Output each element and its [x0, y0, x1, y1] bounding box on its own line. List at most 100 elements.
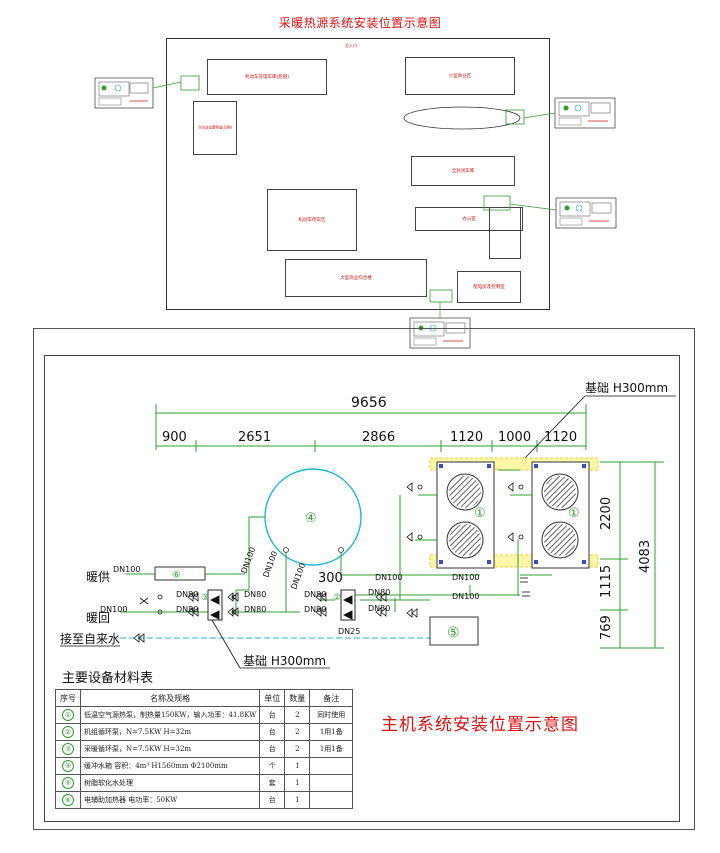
pipe-label-dn80-3: DN80 — [244, 590, 266, 599]
table-row: ⑥ 电辅助加热器 电功率：50KW 台 1 — [55, 791, 354, 809]
marker-3: ③ — [201, 593, 209, 603]
row-qty: 2 — [284, 723, 311, 741]
marker-1a: ① — [474, 506, 486, 521]
pipe-label-dn25: DN25 — [338, 627, 360, 636]
row-marker: ③ — [62, 743, 74, 755]
row-name: 低温空气源热泵，制热量150KW，输入功率：41.8KW — [79, 706, 261, 724]
row-note: 同时使用 — [309, 706, 354, 724]
col-no: 序号 — [55, 689, 81, 707]
row-marker: ⑥ — [62, 794, 74, 806]
room-office: 办公室 — [415, 207, 523, 231]
main-system-title: 主机系统安装位置示意图 — [381, 715, 579, 735]
table-row: ⑤ 树脂软化水处理 套 1 — [55, 774, 354, 792]
col-unit: 单位 — [259, 689, 286, 707]
pipe-label-dn80-4: DN80 — [244, 605, 266, 614]
row-name: 采暖循环泵，N=7.5KW H=32m — [79, 740, 261, 758]
mini-drawing-right-2 — [555, 197, 617, 229]
supply-label: 暖供 — [86, 570, 110, 584]
row-unit: 台 — [259, 740, 286, 758]
mini-drawing-bottom-wrap — [409, 317, 471, 349]
room-ev-garage: 机动车充电车库(后期) — [207, 59, 327, 95]
dim-right-1: 2200 — [599, 497, 614, 530]
pipe-label-dn100-unit: DN100 — [452, 573, 479, 582]
pipe-label-dn80-2: DN80 — [176, 605, 198, 614]
electric-heater — [154, 566, 206, 581]
site-plan-frame: 总入口 机动车充电车库(后期) 小型商业区 冷冻站位置预留(后期) 全封闭车库 … — [166, 38, 550, 310]
row-name: 缓冲水箱 容积：4m³ H1560mm Φ2100mm — [79, 757, 261, 775]
pipe-label-dn100-supply: DN100 — [113, 565, 140, 574]
table-row: ③ 采暖循环泵，N=7.5KW H=32m 台 2 1用1备 — [55, 740, 354, 758]
col-name: 名称及规格 — [79, 689, 261, 707]
room-vehicle-parking: 机动车停车区 — [267, 189, 357, 251]
dim-seg-6: 1120 — [544, 430, 577, 445]
room-enclosed-garage: 全封闭车库 — [411, 156, 515, 186]
equipment-block — [489, 207, 521, 259]
room-small-commercial: 小型商业区 — [405, 57, 515, 95]
table-row: ② 机组循环泵，N=7.5KW H=32m 台 2 1用1备 — [55, 723, 354, 741]
pipe-label-dn100-tank: DN100 — [239, 546, 257, 575]
foundation-label-top: 基础 H300mm — [585, 381, 668, 395]
row-note: 1用1备 — [309, 740, 354, 758]
pipe-label-dn100-tank-2: DN100 — [261, 550, 279, 579]
drawing-inner-frame — [44, 355, 680, 822]
water-inlet-label: 接至自来水 — [60, 631, 120, 646]
row-unit: 台 — [259, 723, 286, 741]
pipe-label-dn80-1: DN80 — [176, 590, 198, 599]
dim-seg-2: 2651 — [238, 430, 271, 445]
pump-group-left — [207, 589, 223, 621]
row-unit: 台 — [259, 706, 286, 724]
row-qty: 2 — [284, 706, 311, 724]
pipe-label-dn80-8: DN80 — [368, 604, 390, 613]
pipe-label-dn80-6: DN80 — [304, 605, 326, 614]
row-note — [309, 774, 354, 792]
row-unit: 个 — [259, 757, 286, 775]
marker-6: ⑥ — [172, 570, 181, 581]
pipe-label-dn80-7: DN80 — [368, 588, 390, 597]
row-qty: 1 — [284, 791, 311, 809]
room-power-room: 配电房及控制室 — [457, 271, 521, 303]
site-entrance-label: 总入口 — [345, 43, 357, 48]
equipment-table: 序号 名称及规格 单位 数量 备注 ① 低温空气源热泵，制热量150KW，输入功… — [55, 689, 354, 809]
row-note — [309, 757, 354, 775]
pipe-label-dn80-5: DN80 — [304, 590, 326, 599]
dim-seg-3: 2866 — [362, 430, 395, 445]
row-qty: 1 — [284, 757, 311, 775]
location-marker-2 — [505, 109, 525, 125]
dim-right-2: 1115 — [599, 565, 614, 598]
marker-2: ② — [333, 593, 341, 603]
location-marker-3 — [483, 195, 511, 211]
site-plan-title: 采暖热源系统安装位置示意图 — [278, 16, 442, 30]
row-unit: 台 — [259, 791, 286, 809]
row-marker: ⑤ — [62, 777, 74, 789]
table-row: ① 低温空气源热泵，制热量150KW，输入功率：41.8KW 台 2 同时使用 — [55, 706, 354, 724]
room-cold-station: 冷冻站位置预留(后期) — [193, 101, 237, 155]
pump-group-mid — [340, 589, 356, 621]
dim-seg-1: 900 — [162, 430, 187, 445]
water-softener — [429, 616, 479, 646]
return-label: 暖回 — [86, 611, 110, 625]
col-qty: 数量 — [284, 689, 311, 707]
row-note: 1用1备 — [309, 723, 354, 741]
marker-1b: ① — [568, 506, 580, 521]
foundation-label-bottom: 基础 H300mm — [243, 654, 326, 668]
row-unit: 套 — [259, 774, 286, 792]
dim-total: 9656 — [351, 395, 387, 411]
equipment-table-title: 主要设备材料表 — [62, 671, 154, 686]
row-marker: ① — [62, 709, 74, 721]
room-commercial-complex: 大型商业综合楼 — [285, 259, 427, 297]
site-plan-overlay — [94, 75, 617, 318]
mini-drawing-left — [94, 77, 154, 109]
pipe-label-dn100-return: DN100 — [100, 605, 127, 614]
row-qty: 2 — [284, 740, 311, 758]
row-qty: 1 — [284, 774, 311, 792]
location-marker-1 — [180, 75, 200, 91]
dim-seg-5: 1000 — [498, 430, 531, 445]
marker-4: ④ — [305, 511, 317, 526]
drawing-outer-frame — [33, 328, 695, 830]
dim-right-3: 769 — [599, 615, 614, 640]
mini-drawing-right-1 — [554, 97, 616, 129]
location-marker-4 — [429, 289, 453, 303]
col-note: 备注 — [309, 689, 354, 707]
row-name: 树脂软化水处理 — [79, 774, 261, 792]
